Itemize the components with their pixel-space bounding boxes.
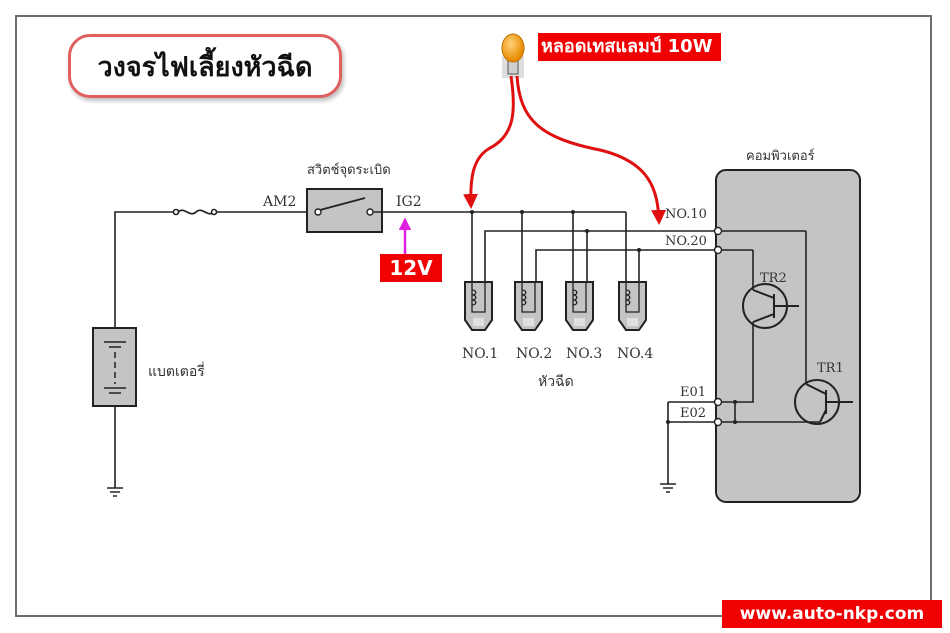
ecu-terminal-dots	[713, 226, 723, 427]
injector-no2-label: NO.2	[516, 346, 552, 362]
ground-icon	[107, 487, 123, 497]
voltage-label: 12V	[380, 254, 442, 282]
battery-label: แบตเตอรี่	[148, 362, 205, 380]
diagram-frame	[15, 15, 932, 617]
fuse-icon	[177, 209, 215, 215]
test-lamp-label: หลอดเทสแลมป์ 10W	[538, 33, 721, 61]
watermark-url: www.auto-nkp.com	[722, 600, 942, 628]
injector-no4-label: NO.4	[617, 346, 653, 362]
injector-no4-icon	[618, 281, 647, 331]
junction-dots	[470, 210, 641, 252]
injector-no1-icon	[464, 281, 493, 331]
injector-no3-label: NO.3	[566, 346, 602, 362]
battery-icon	[92, 327, 137, 407]
tr1-label: TR1	[817, 361, 844, 376]
transistor-tr2-icon	[742, 283, 799, 329]
tr2-label: TR2	[760, 271, 787, 286]
injector-no1-label: NO.1	[462, 346, 498, 362]
injector-no3-icon	[565, 281, 594, 331]
injector-no2-icon	[514, 281, 543, 331]
ecu-terminal-no20: NO.20	[665, 234, 707, 249]
injectors-group-label: หัวฉีด	[538, 374, 574, 390]
ecu-label: คอมพิวเตอร์	[746, 148, 815, 164]
title-box: วงจรไฟเลี้ยงหัวฉีด	[68, 34, 342, 98]
ecu-terminal-no10: NO.10	[665, 207, 707, 222]
injector-wiring	[373, 211, 718, 282]
ecu-internal-wiring	[667, 230, 820, 484]
battery-circuit	[114, 208, 310, 488]
ecu-box	[715, 169, 861, 503]
test-lamp-wires	[463, 75, 667, 225]
ignition-switch-label: สวิตช์จุดระเบิด	[307, 162, 391, 178]
transistor-tr1-icon	[794, 379, 853, 425]
ig2-terminal-label: IG2	[396, 194, 422, 210]
ignition-switch-icon	[306, 188, 383, 233]
ecu-terminal-e01: E01	[680, 385, 706, 400]
am2-terminal-label: AM2	[262, 194, 296, 210]
bulb-icon	[501, 33, 525, 78]
page-title: วงจรไฟเลี้ยงหัวฉีด	[97, 51, 313, 83]
ground-icon-ecu	[660, 483, 676, 493]
ecu-terminal-e02: E02	[680, 406, 706, 421]
